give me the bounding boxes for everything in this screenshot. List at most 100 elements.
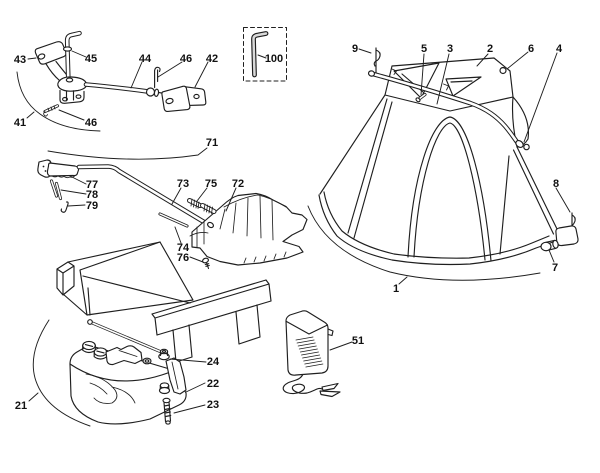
r-clip-9 — [373, 47, 381, 74]
flange-nut-24 — [158, 348, 170, 361]
callout-75: 75 — [205, 178, 217, 190]
callout-6: 6 — [528, 43, 534, 55]
pin-46-lower-detail — [43, 105, 56, 117]
end-cap-7 — [540, 239, 559, 252]
handle-tube-2-core — [371, 72, 519, 144]
link-plates-78-core — [50, 180, 62, 200]
charger-cord — [282, 373, 323, 395]
hinge-block — [555, 225, 579, 247]
short-rod-74-core — [159, 213, 188, 227]
skirt-left-edge — [319, 94, 386, 195]
callout-100: 100 — [265, 53, 283, 65]
frame-panel — [62, 241, 194, 316]
charger-body — [285, 310, 329, 376]
battery-recess — [85, 373, 136, 404]
callout-74: 74 — [177, 242, 190, 254]
frame-back-edge — [67, 241, 161, 263]
holddown-plate-edge — [118, 350, 138, 357]
charger-clip — [319, 390, 341, 398]
washer-hole — [144, 359, 150, 363]
grip-77 — [46, 162, 80, 177]
battery-tie-rod-core — [89, 321, 167, 355]
cotter-pin-46-upper — [154, 66, 161, 89]
lever-rod-core — [77, 165, 211, 227]
screw-76 — [202, 257, 210, 270]
leader-lines-battery — [28, 358, 207, 414]
bolt-23 — [162, 397, 172, 425]
bracket-42-hole — [193, 93, 200, 100]
holddown-plate — [105, 345, 143, 366]
callout-44: 44 — [139, 53, 152, 65]
callout-7: 7 — [552, 262, 558, 274]
callout-71: 71 — [206, 137, 218, 149]
clevis-hole — [62, 96, 68, 102]
hex-key-100-core — [252, 32, 268, 77]
callout-42: 42 — [206, 53, 218, 65]
callout-24: 24 — [207, 356, 220, 368]
battery-assembly — [69, 340, 187, 425]
callout-21: 21 — [15, 400, 27, 412]
skirt-crease — [347, 98, 393, 239]
battery-tank — [69, 345, 187, 425]
leader-line-charger — [329, 341, 353, 351]
frame-hole — [87, 319, 93, 325]
bracket-42-plate — [161, 85, 191, 112]
callout-4: 4 — [556, 43, 563, 55]
lever-rod-outline — [76, 164, 212, 228]
bracket-72-ribs — [219, 194, 287, 241]
clevis-hole — [75, 94, 82, 99]
hex-bolt-head — [158, 382, 171, 395]
callout-51: 51 — [352, 335, 364, 347]
spring-75 — [200, 203, 217, 214]
spring-75 — [187, 198, 203, 209]
tube-start-cap — [367, 70, 376, 77]
assembly-arc-21 — [32, 319, 91, 427]
pin-45-collar — [62, 46, 73, 52]
callout-46-lower: 46 — [85, 117, 97, 129]
frame-rail — [151, 279, 272, 336]
skirt-crease — [499, 155, 510, 255]
callout-5: 5 — [421, 43, 427, 55]
callout-8: 8 — [553, 178, 559, 190]
bracket-72-clamp — [189, 221, 209, 248]
callout-3: 3 — [447, 43, 453, 55]
washer — [142, 357, 152, 365]
charger-face-edge — [285, 320, 329, 335]
tie-rod-44-core — [84, 83, 148, 93]
clevis-bracket — [59, 89, 85, 104]
callout-1: 1 — [393, 283, 399, 295]
battery-charger — [282, 310, 341, 398]
grip-knob-dot — [44, 170, 47, 172]
bracket-72-hatch — [243, 251, 287, 264]
cap-6-detail — [500, 67, 506, 70]
pivot-plate — [57, 76, 88, 92]
callout-22: 22 — [207, 378, 219, 390]
frame-legs — [172, 304, 261, 363]
callout-43: 43 — [14, 54, 26, 66]
box-tab — [391, 68, 449, 91]
leader-lines-lever — [60, 175, 237, 263]
box-vent-triangle — [445, 76, 482, 97]
deflector-assembly — [318, 47, 579, 266]
hem-inner — [323, 191, 550, 259]
lever-rod-end — [207, 221, 214, 229]
callout-46-upper: 46 — [180, 53, 192, 65]
callout-78: 78 — [86, 189, 98, 201]
leader-lines-deflector — [358, 48, 571, 285]
ball-joint — [145, 87, 156, 97]
callout-9: 9 — [352, 43, 358, 55]
battery-front-rim — [69, 363, 174, 382]
screw-5 — [415, 92, 427, 103]
tube-end-fitting — [515, 140, 524, 148]
hem-outer — [318, 194, 554, 266]
callout-23: 23 — [207, 399, 219, 411]
charger-clip — [321, 382, 339, 392]
callout-73: 73 — [177, 178, 189, 190]
skirt-right-edge — [512, 146, 559, 235]
bracket-43 — [34, 41, 67, 65]
charger-plug-tab — [327, 328, 334, 337]
frame-post — [56, 261, 75, 296]
assembly-arc-41 — [16, 71, 101, 132]
